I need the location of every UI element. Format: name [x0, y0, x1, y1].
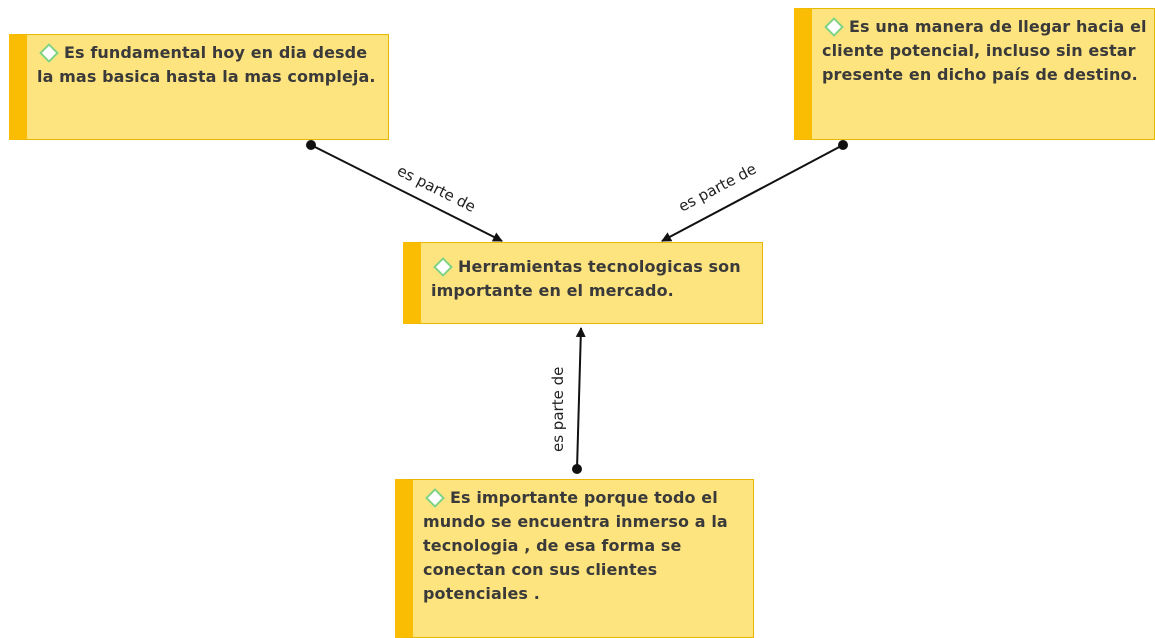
- node-top-right[interactable]: Es una manera de llegar hacia el cliente…: [794, 8, 1155, 140]
- connector-line[interactable]: [575, 327, 586, 470]
- connector-start-dot[interactable]: [572, 464, 582, 474]
- node-text: Es importante porque todo el mundo se en…: [423, 488, 728, 603]
- link-label: es parte de: [549, 367, 567, 452]
- node-text: Es una manera de llegar hacia el cliente…: [822, 17, 1147, 84]
- connector-start-dot[interactable]: [306, 140, 316, 150]
- diamond-icon: [433, 257, 453, 277]
- diamond-icon: [39, 43, 59, 63]
- link-bottom-to-center[interactable]: es parte de: [549, 327, 586, 474]
- connector-line[interactable]: [661, 144, 844, 242]
- link-top-right-to-center[interactable]: es parte de: [661, 140, 848, 242]
- node-text: Es fundamental hoy en dia desde la mas b…: [37, 43, 376, 86]
- node-top-left[interactable]: Es fundamental hoy en dia desde la mas b…: [9, 34, 389, 140]
- link-top-left-to-center[interactable]: es parte de: [306, 140, 503, 242]
- connector-start-dot[interactable]: [838, 140, 848, 150]
- link-label: es parte de: [675, 160, 759, 216]
- diamond-icon: [824, 17, 844, 37]
- diamond-icon: [425, 488, 445, 508]
- connector-line[interactable]: [310, 144, 503, 242]
- node-center[interactable]: Herramientas tecnologicas son importante…: [403, 242, 763, 324]
- node-bottom[interactable]: Es importante porque todo el mundo se en…: [395, 479, 754, 638]
- node-text: Herramientas tecnologicas son importante…: [431, 257, 741, 300]
